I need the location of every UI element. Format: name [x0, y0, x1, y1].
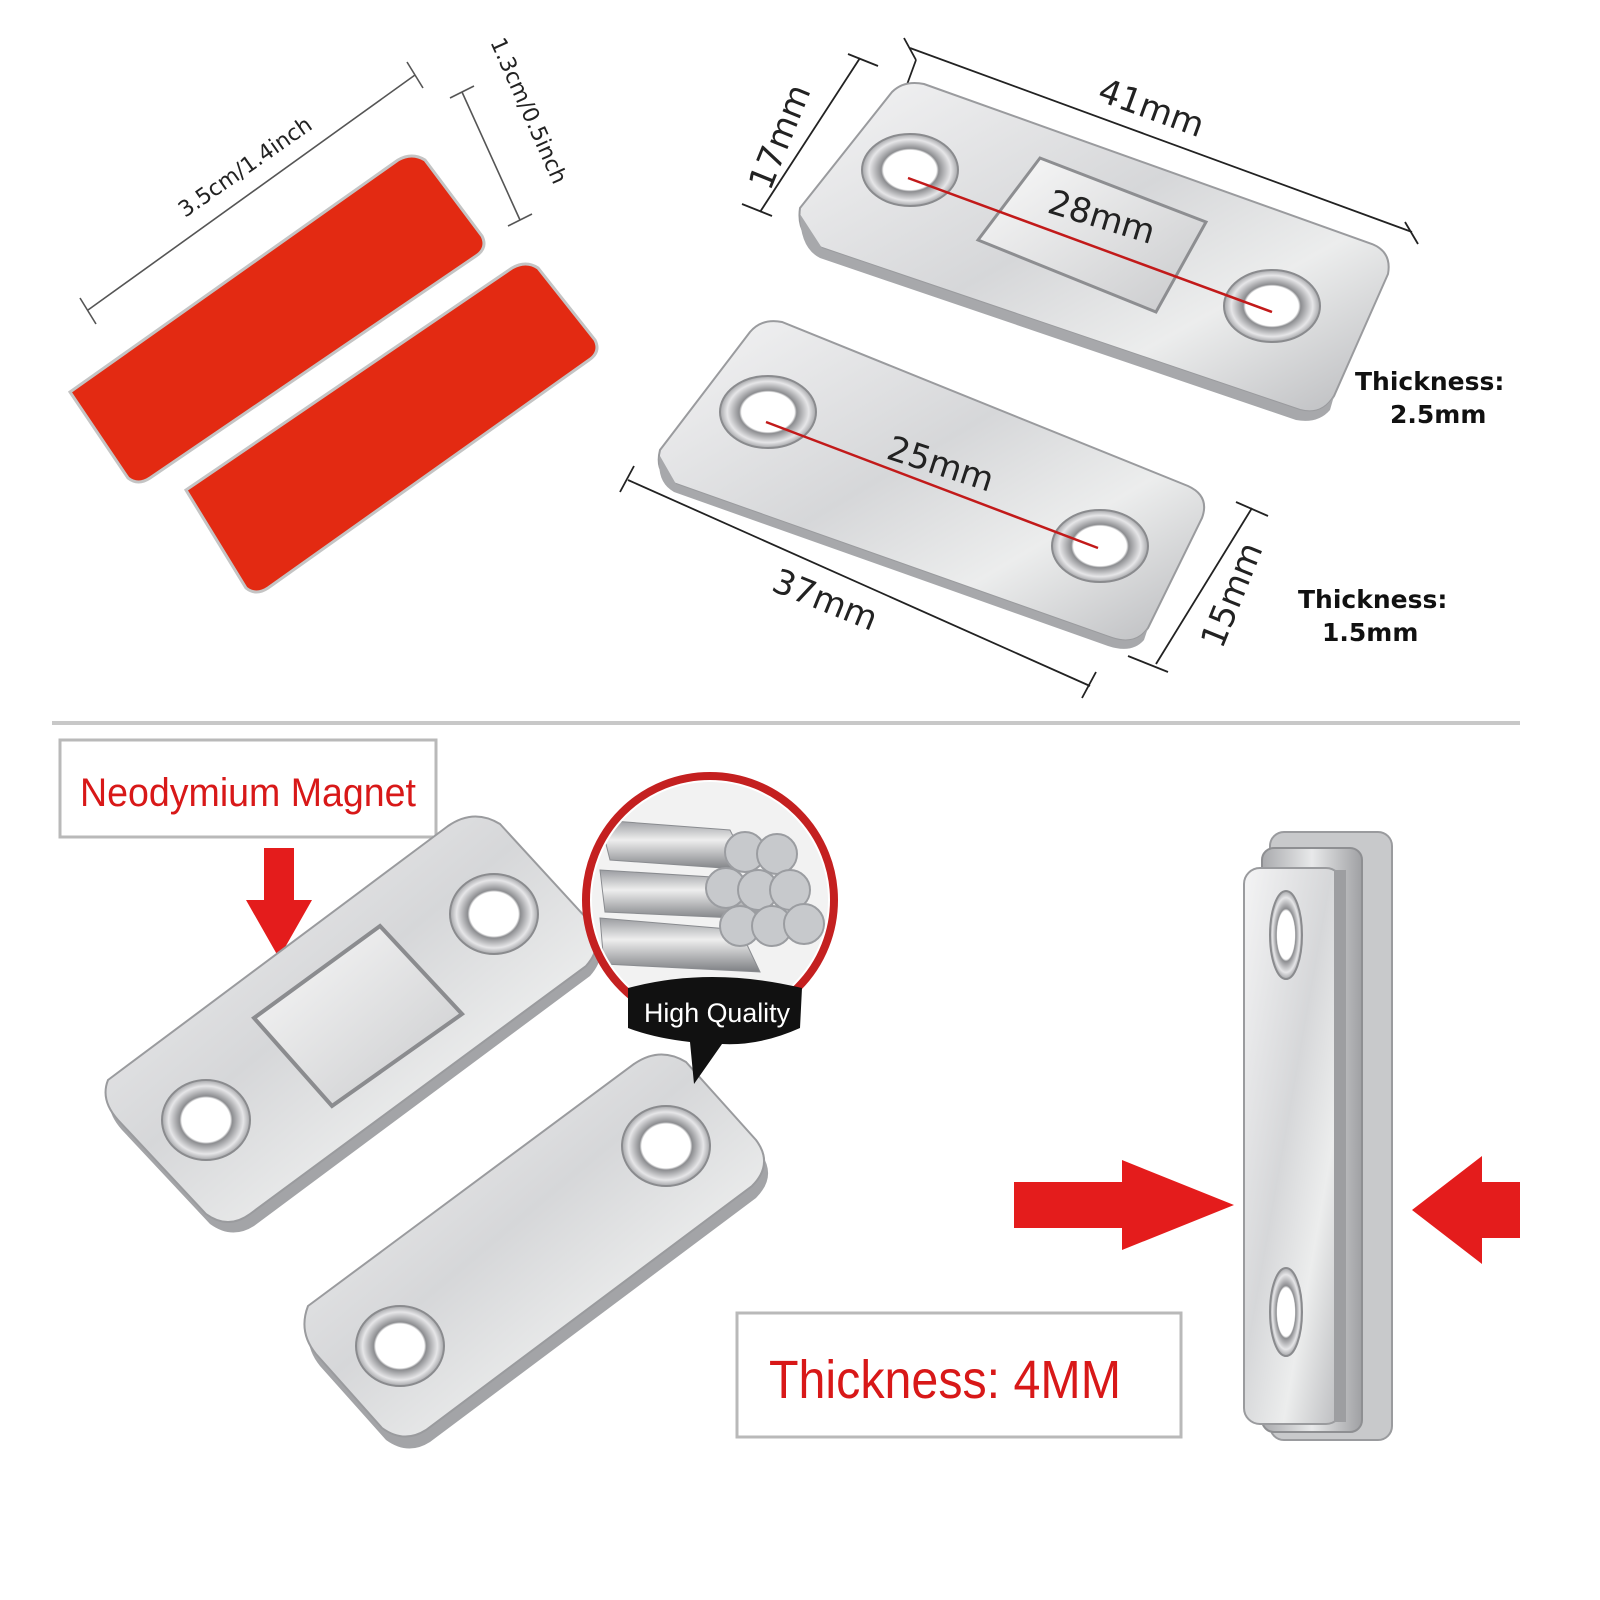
screw-hole	[355, 1305, 445, 1387]
down-arrow-icon	[246, 848, 312, 958]
steel-rods-icon	[592, 782, 828, 1018]
high-quality-badge: High Quality	[582, 772, 838, 1084]
magnet-plate-length-label: 41mm	[1093, 71, 1210, 146]
adhesive-tape-group: 3.5cm/1.4inch 1.3cm/0.5inch	[67, 34, 599, 594]
magnet-insert	[975, 156, 1209, 314]
screw-hole	[1223, 269, 1321, 343]
neodymium-magnet-callout: Neodymium Magnet	[58, 738, 438, 958]
screw-hole	[1051, 509, 1149, 583]
screw-hole	[719, 375, 817, 449]
magnet-plate-thickness-value: 2.5mm	[1390, 400, 1486, 429]
section-divider	[52, 721, 1520, 725]
iron-plate-thickness-title: Thickness:	[1298, 585, 1447, 614]
screw-hole	[161, 1079, 251, 1161]
high-quality-label: High Quality	[644, 998, 790, 1028]
adhesive-tape-strip	[183, 262, 599, 594]
screw-hole	[861, 133, 959, 207]
magnet-plate-photo	[104, 815, 601, 1233]
tape-width-dimension	[449, 85, 533, 227]
tape-width-label: 1.3cm/0.5inch	[485, 34, 572, 188]
iron-plate-thickness-value: 1.5mm	[1322, 618, 1418, 647]
screw-hole	[1269, 890, 1303, 980]
iron-plate-photo	[303, 1053, 769, 1449]
iron-plate-width-label: 15mm	[1193, 537, 1271, 654]
neodymium-magnet-label: Neodymium Magnet	[80, 771, 416, 815]
total-thickness-label: Thickness: 4MM	[769, 1350, 1121, 1410]
right-arrow-icon	[1014, 1160, 1234, 1250]
stacked-plates-side-view	[1243, 831, 1393, 1441]
iron-plate-length-label: 37mm	[767, 561, 884, 639]
magnet-insert	[251, 923, 466, 1109]
magnet-plate-thickness-title: Thickness:	[1355, 367, 1504, 396]
screw-hole	[621, 1105, 711, 1187]
screw-hole	[1269, 1267, 1303, 1357]
adhesive-tape-strip	[67, 154, 486, 484]
total-thickness-callout: Thickness: 4MM	[735, 1311, 1183, 1439]
screw-hole	[449, 873, 539, 955]
tape-length-dimension	[79, 61, 424, 325]
tape-length-label: 3.5cm/1.4inch	[174, 112, 317, 223]
left-arrow-icon	[1412, 1156, 1520, 1264]
speech-bubble	[628, 977, 802, 1084]
